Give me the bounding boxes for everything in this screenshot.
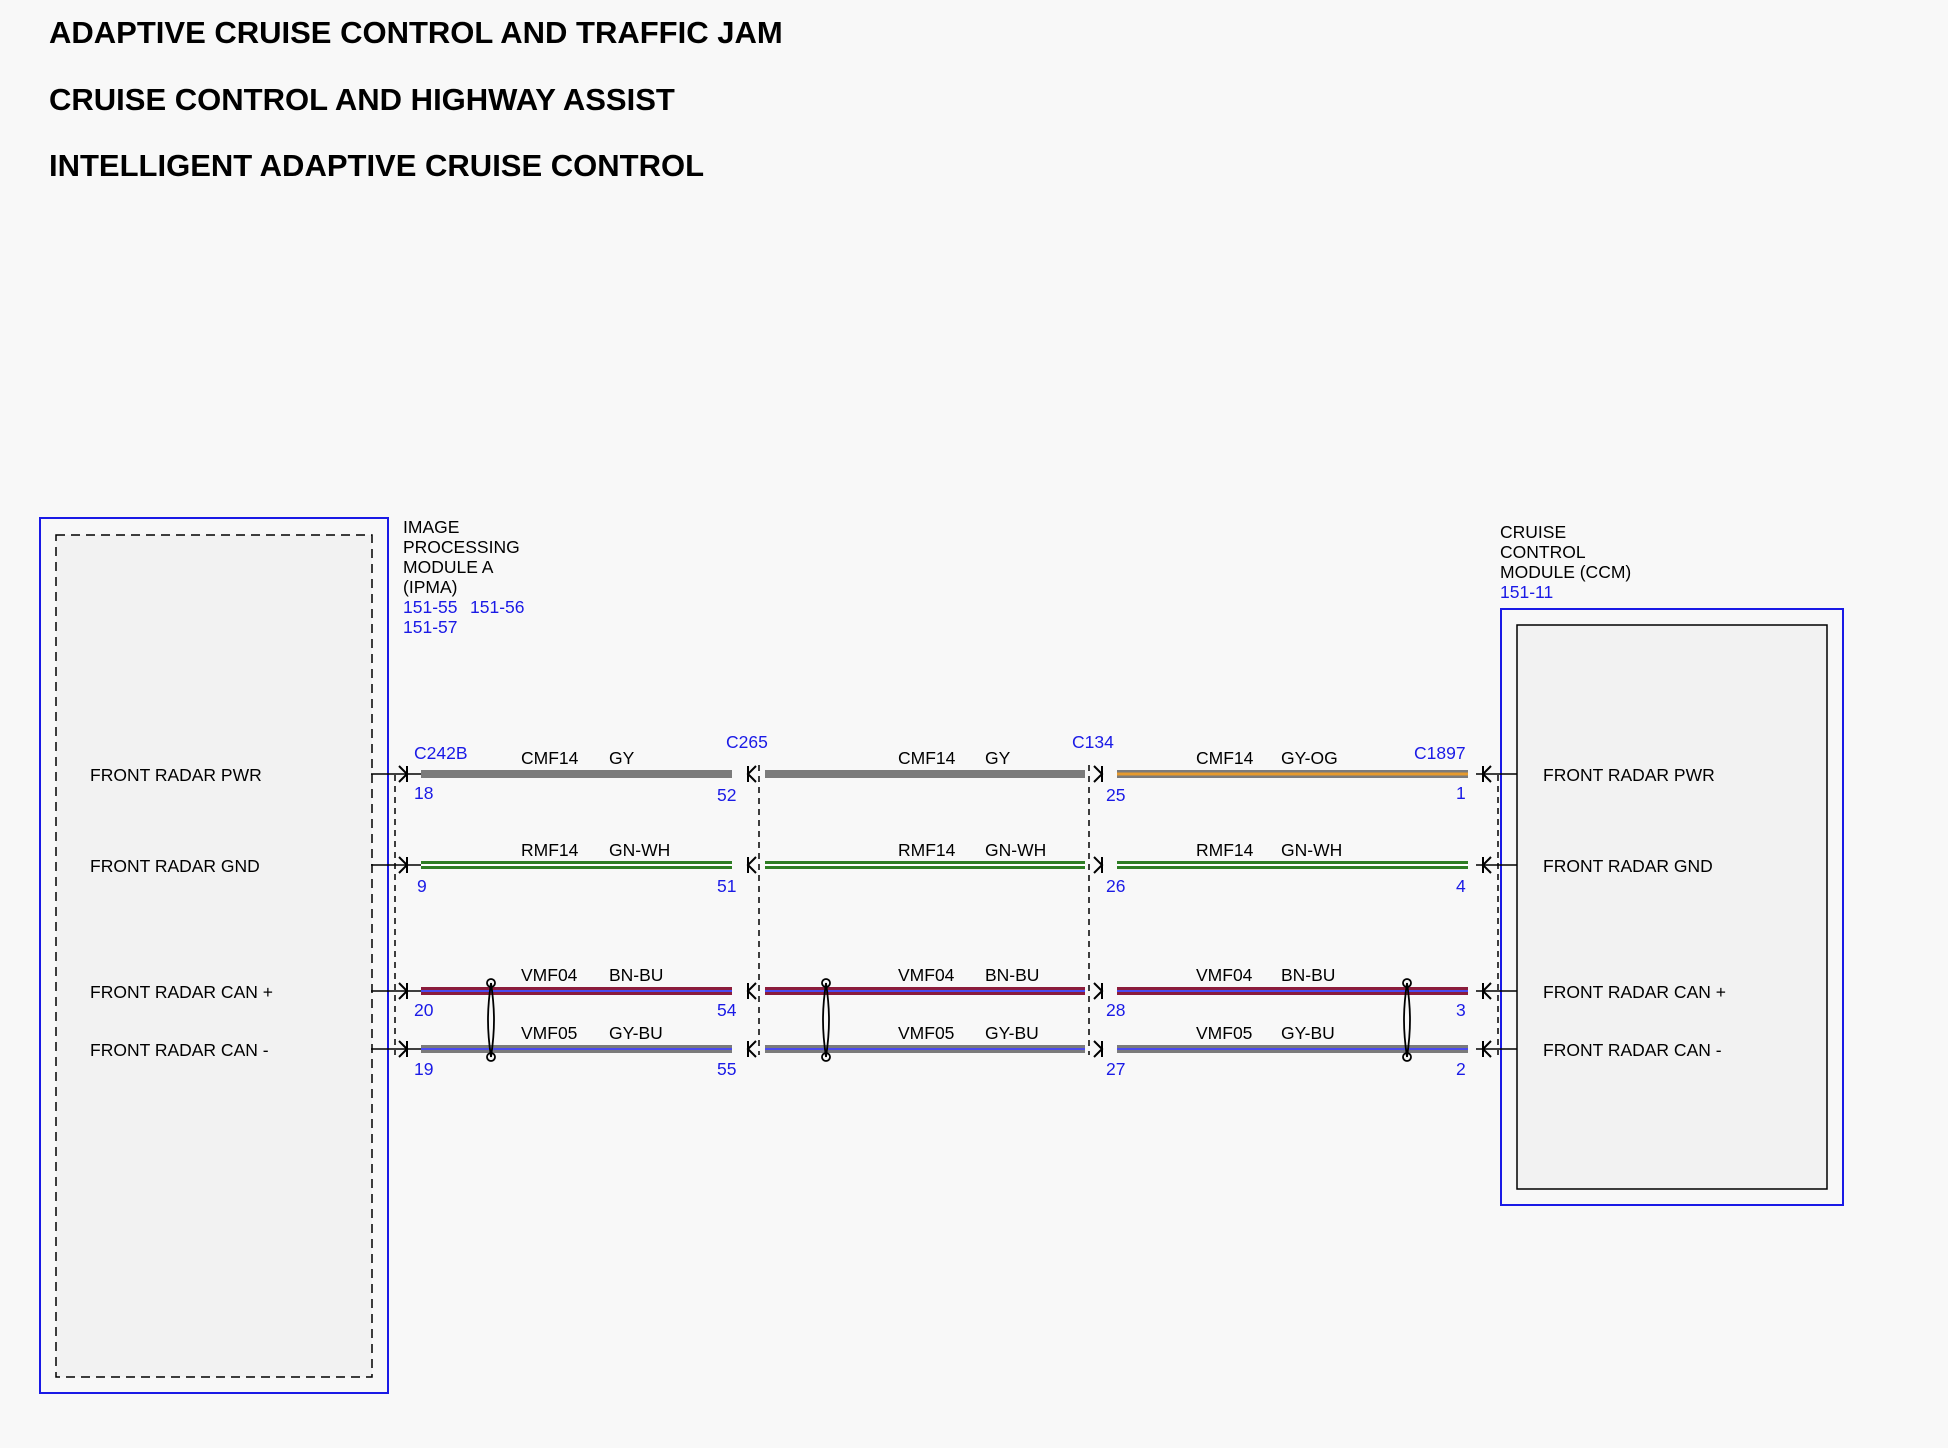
wire-color-label: GN-WH [1281,840,1342,860]
ccm-ref-link[interactable]: 151-11 [1500,582,1553,602]
pin-number: 4 [1456,876,1466,896]
pin-number: 1 [1456,783,1466,803]
twisted-pair-icon [821,978,831,1062]
wire-circuit-label: VMF05 [1196,1023,1252,1043]
connector-c1897-label[interactable]: C1897 [1414,743,1466,763]
circuit-row-pwr: CMF14 GY CMF14 GY CMF14 GY-OG 18 52 25 1 [371,748,1517,805]
wire-color-label: GN-WH [985,840,1046,860]
ipma-name-line-1: IMAGE [403,517,459,537]
ipma-ref-link[interactable]: 151-55 [403,597,458,617]
wire-circuit-label: RMF14 [898,840,956,860]
terminal-chevron-icon [746,1040,757,1058]
diagram-title-1: ADAPTIVE CRUISE CONTROL AND TRAFFIC JAM [49,15,783,50]
terminal-markers [398,765,1492,1058]
wire-color-label: BN-BU [609,965,663,985]
wire-circuit-label: CMF14 [521,748,579,768]
wire-circuit-label: VMF05 [898,1023,954,1043]
wire-color-label: GY-BU [1281,1023,1335,1043]
ipma-name-line-2: PROCESSING [403,537,520,557]
terminal-chevron-icon [746,765,757,783]
wire-circuit-label: VMF04 [521,965,578,985]
pin-number: 9 [417,876,427,896]
wire-color-label: GY-OG [1281,748,1338,768]
ipma-signal-label: FRONT RADAR GND [90,856,260,876]
diagram-title-2: CRUISE CONTROL AND HIGHWAY ASSIST [49,82,675,117]
circuit-row-can-plus: VMF04 BN-BU VMF04 BN-BU VMF04 BN-BU 20 5… [371,965,1517,1020]
wire-segment-gy[interactable] [765,770,1085,778]
wire-color-label: GY-BU [609,1023,663,1043]
pin-number: 25 [1106,785,1125,805]
terminal-chevron-icon [746,856,757,874]
pin-number: 52 [717,785,736,805]
ccm-name-line-2: CONTROL [1500,542,1586,562]
wire-color-label: BN-BU [1281,965,1335,985]
ccm-signal-label: FRONT RADAR GND [1543,856,1713,876]
wire-color-label: GY-BU [985,1023,1039,1043]
circuit-row-gnd: RMF14 GN-WH RMF14 GN-WH RMF14 GN-WH 9 51… [371,840,1517,896]
wire-circuit-label: RMF14 [1196,840,1254,860]
terminal-chevron-icon [1093,1040,1104,1058]
diagram-title-3: INTELLIGENT ADAPTIVE CRUISE CONTROL [49,148,704,183]
wire-color-label: GN-WH [609,840,670,860]
ipma-ref-link[interactable]: 151-57 [403,617,458,637]
pin-number: 18 [414,783,433,803]
wire-circuit-label: VMF05 [521,1023,577,1043]
ipma-name-line-4: (IPMA) [403,577,457,597]
wire-circuit-label: CMF14 [898,748,956,768]
circuit-row-can-minus: VMF05 GY-BU VMF05 GY-BU VMF05 GY-BU 19 5… [371,1023,1517,1079]
pin-number: 55 [717,1059,736,1079]
ccm-name-line-1: CRUISE [1500,522,1566,542]
pin-number: 27 [1106,1059,1125,1079]
ccm-module-box[interactable] [1500,608,1844,1206]
terminal-chevron-icon [1093,982,1104,1000]
wire-circuit-label: RMF14 [521,840,579,860]
wire-color-label: GY [609,748,635,768]
ipma-name-line-3: MODULE A [403,557,494,577]
ipma-signal-label: FRONT RADAR CAN + [90,982,273,1002]
connector-c242b-label[interactable]: C242B [414,743,468,763]
connector-c134-label[interactable]: C134 [1072,732,1114,752]
ipma-module-box[interactable] [39,517,389,1394]
wire-circuit-label: VMF04 [898,965,955,985]
wire-segment-gy[interactable] [421,770,732,778]
pin-number: 3 [1456,1000,1466,1020]
pin-number: 19 [414,1059,433,1079]
pin-number: 20 [414,1000,434,1020]
terminal-chevron-icon [1093,856,1104,874]
ccm-signal-label: FRONT RADAR PWR [1543,765,1715,785]
ipma-ref-link[interactable]: 151-56 [470,597,525,617]
pin-number: 54 [717,1000,737,1020]
pin-number: 28 [1106,1000,1125,1020]
wire-circuit-label: VMF04 [1196,965,1253,985]
ccm-signal-label: FRONT RADAR CAN + [1543,982,1726,1002]
ccm-name-line-3: MODULE (CCM) [1500,562,1631,582]
ccm-signal-label: FRONT RADAR CAN - [1543,1040,1722,1060]
ccm-module-inner [1516,624,1828,1190]
pin-number: 26 [1106,876,1125,896]
terminal-chevron-icon [746,982,757,1000]
ipma-module-inner [55,534,373,1378]
connector-c265-label[interactable]: C265 [726,732,768,752]
twisted-pair-icon [486,978,496,1062]
wire-circuit-label: CMF14 [1196,748,1254,768]
ipma-signal-label: FRONT RADAR CAN - [90,1040,269,1060]
ipma-signal-label: FRONT RADAR PWR [90,765,262,785]
wire-color-label: BN-BU [985,965,1039,985]
pin-number: 51 [717,876,736,896]
twisted-pair-icon [1402,978,1412,1062]
terminal-chevron-icon [1093,765,1104,783]
pin-number: 2 [1456,1059,1466,1079]
wire-color-label: GY [985,748,1011,768]
twisted-pair-markers [486,978,1412,1062]
